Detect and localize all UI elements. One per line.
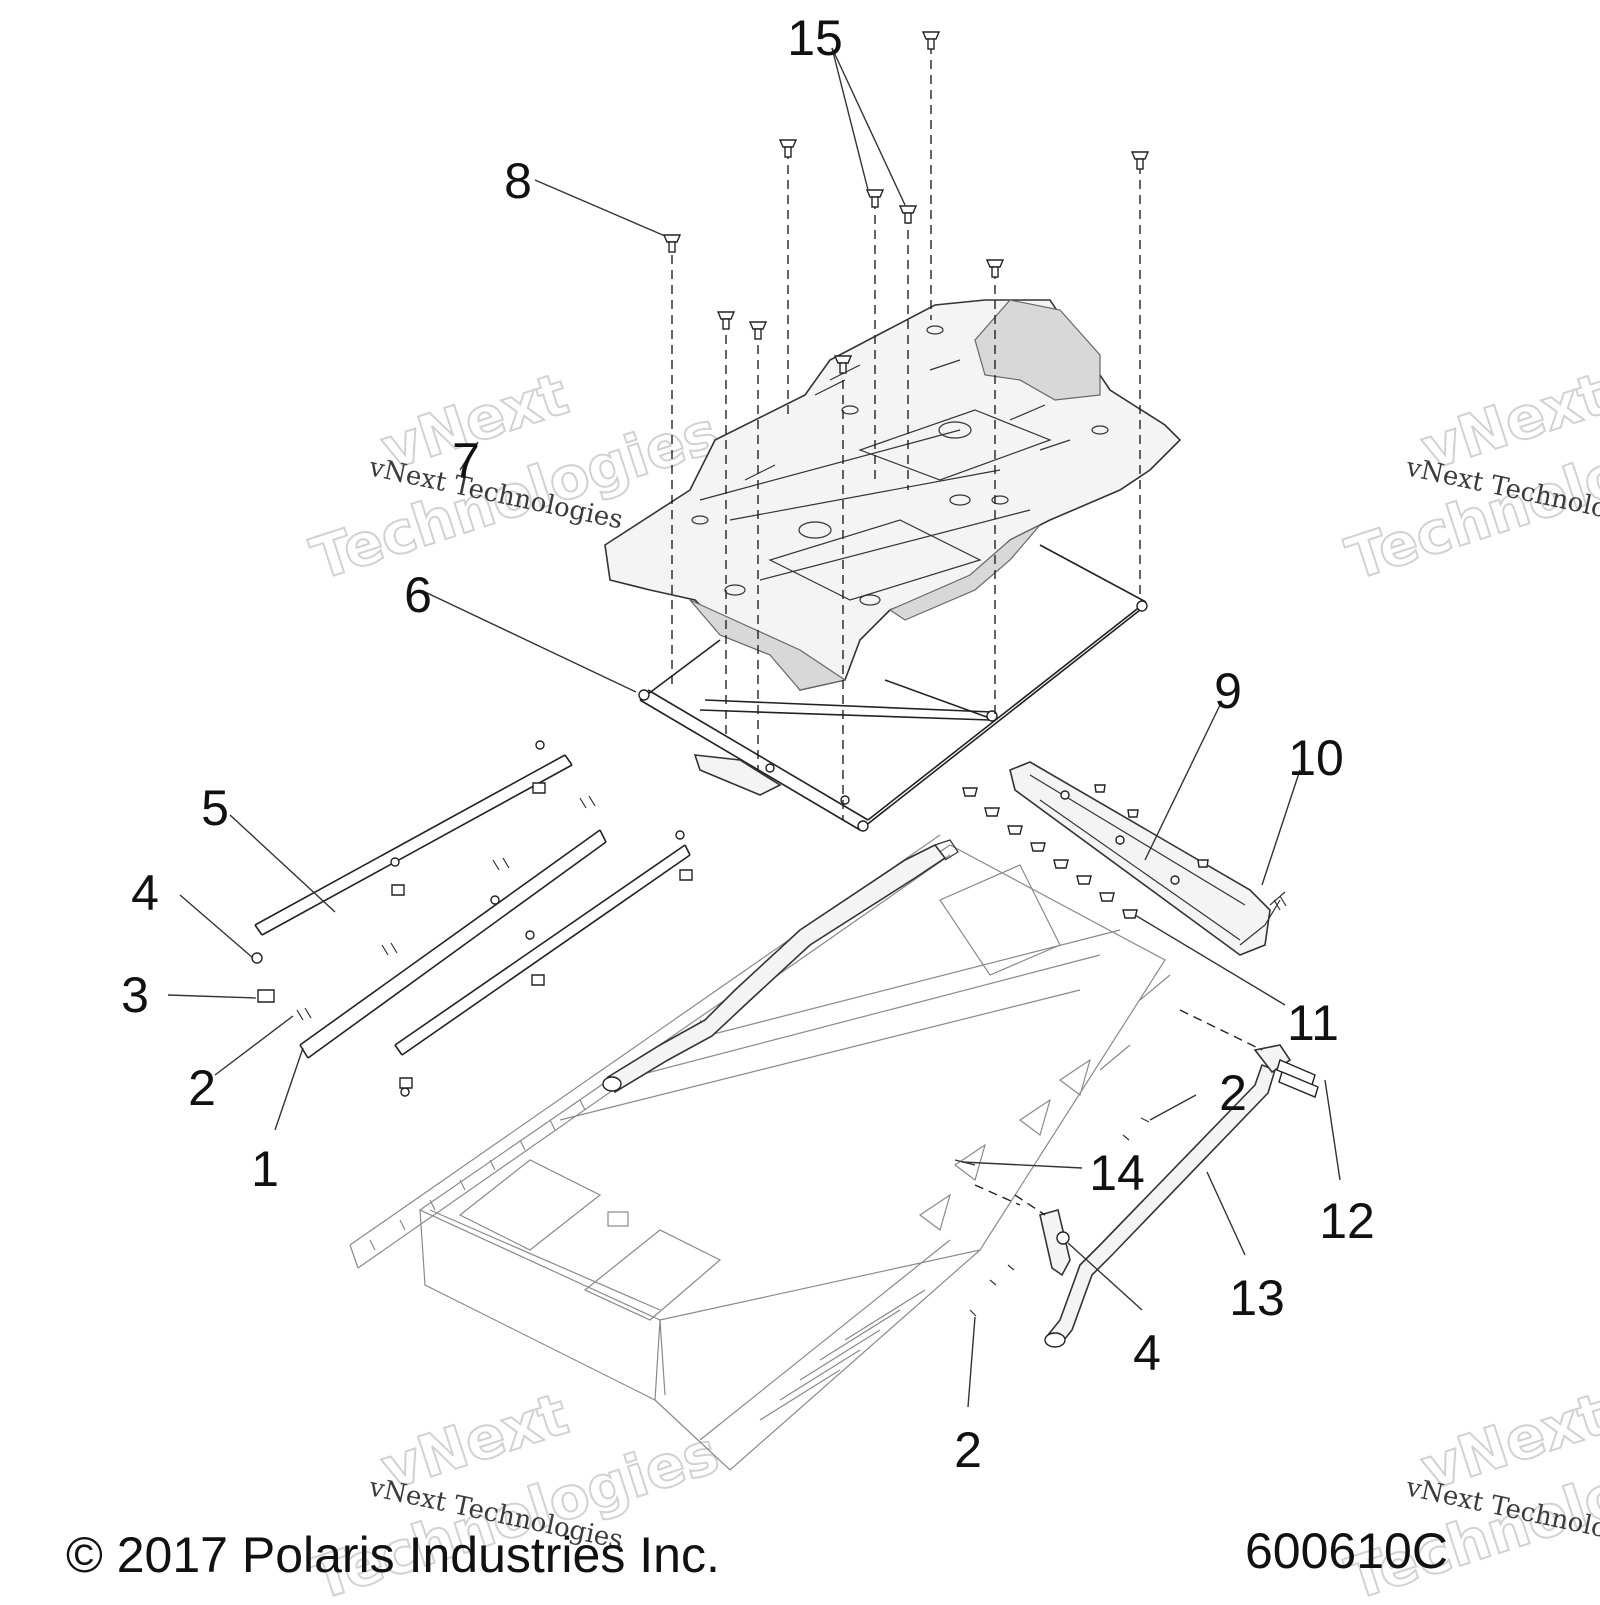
part-7-cargo-tray (604, 299, 1182, 691)
callout-4: 4 (131, 865, 159, 921)
callout-9: 9 (1214, 663, 1242, 719)
callout-6: 6 (404, 567, 432, 623)
callout-5: 5 (201, 780, 229, 836)
part-9-rear-bar (1009, 761, 1281, 956)
callout-12: 12 (1319, 1193, 1375, 1249)
part-6-tray-frame (638, 544, 1148, 832)
callout-4: 4 (1133, 1325, 1161, 1381)
callout-11: 11 (1287, 995, 1339, 1051)
callout-8: 8 (504, 153, 532, 209)
copyright-text: © 2017 Polaris Industries Inc. (66, 1527, 720, 1583)
callout-7: 7 (452, 433, 480, 489)
screws-8-and-15 (662, 31, 1150, 374)
callout-1: 1 (251, 1141, 279, 1197)
callout-labels: 15 8 7 6 9 10 5 4 3 2 1 11 2 14 12 13 4 … (121, 10, 1375, 1478)
callout-15: 15 (787, 10, 843, 66)
part-13-rear-handle (1014, 1009, 1292, 1348)
part-11-bolts-row (962, 784, 1209, 919)
part-12-bolts (1276, 1059, 1319, 1098)
parts-1-and-5-slide-rails (251, 740, 693, 1097)
callout-2: 2 (188, 1060, 216, 1116)
leader-lines (167, 47, 1341, 1408)
fastener-dash-lines (671, 45, 1141, 820)
callout-10: 10 (1288, 730, 1344, 786)
chassis-tunnel (349, 834, 1171, 1471)
part-4-nut-right (1056, 1231, 1070, 1245)
part-10-screw (1269, 891, 1287, 911)
diagram-number: 600610C (1245, 1523, 1448, 1579)
callout-13: 13 (1229, 1270, 1285, 1326)
part-2-rivets-right (969, 1117, 1150, 1317)
callout-2: 2 (1219, 1065, 1247, 1121)
callout-14: 14 (1089, 1145, 1145, 1201)
watermark-top-right: vNext Technologies vNext Technologies (1337, 359, 1600, 595)
callout-2: 2 (954, 1422, 982, 1478)
front-handle-tube (602, 839, 959, 1094)
part-14-pin (954, 1159, 1021, 1206)
callout-3: 3 (121, 967, 149, 1023)
